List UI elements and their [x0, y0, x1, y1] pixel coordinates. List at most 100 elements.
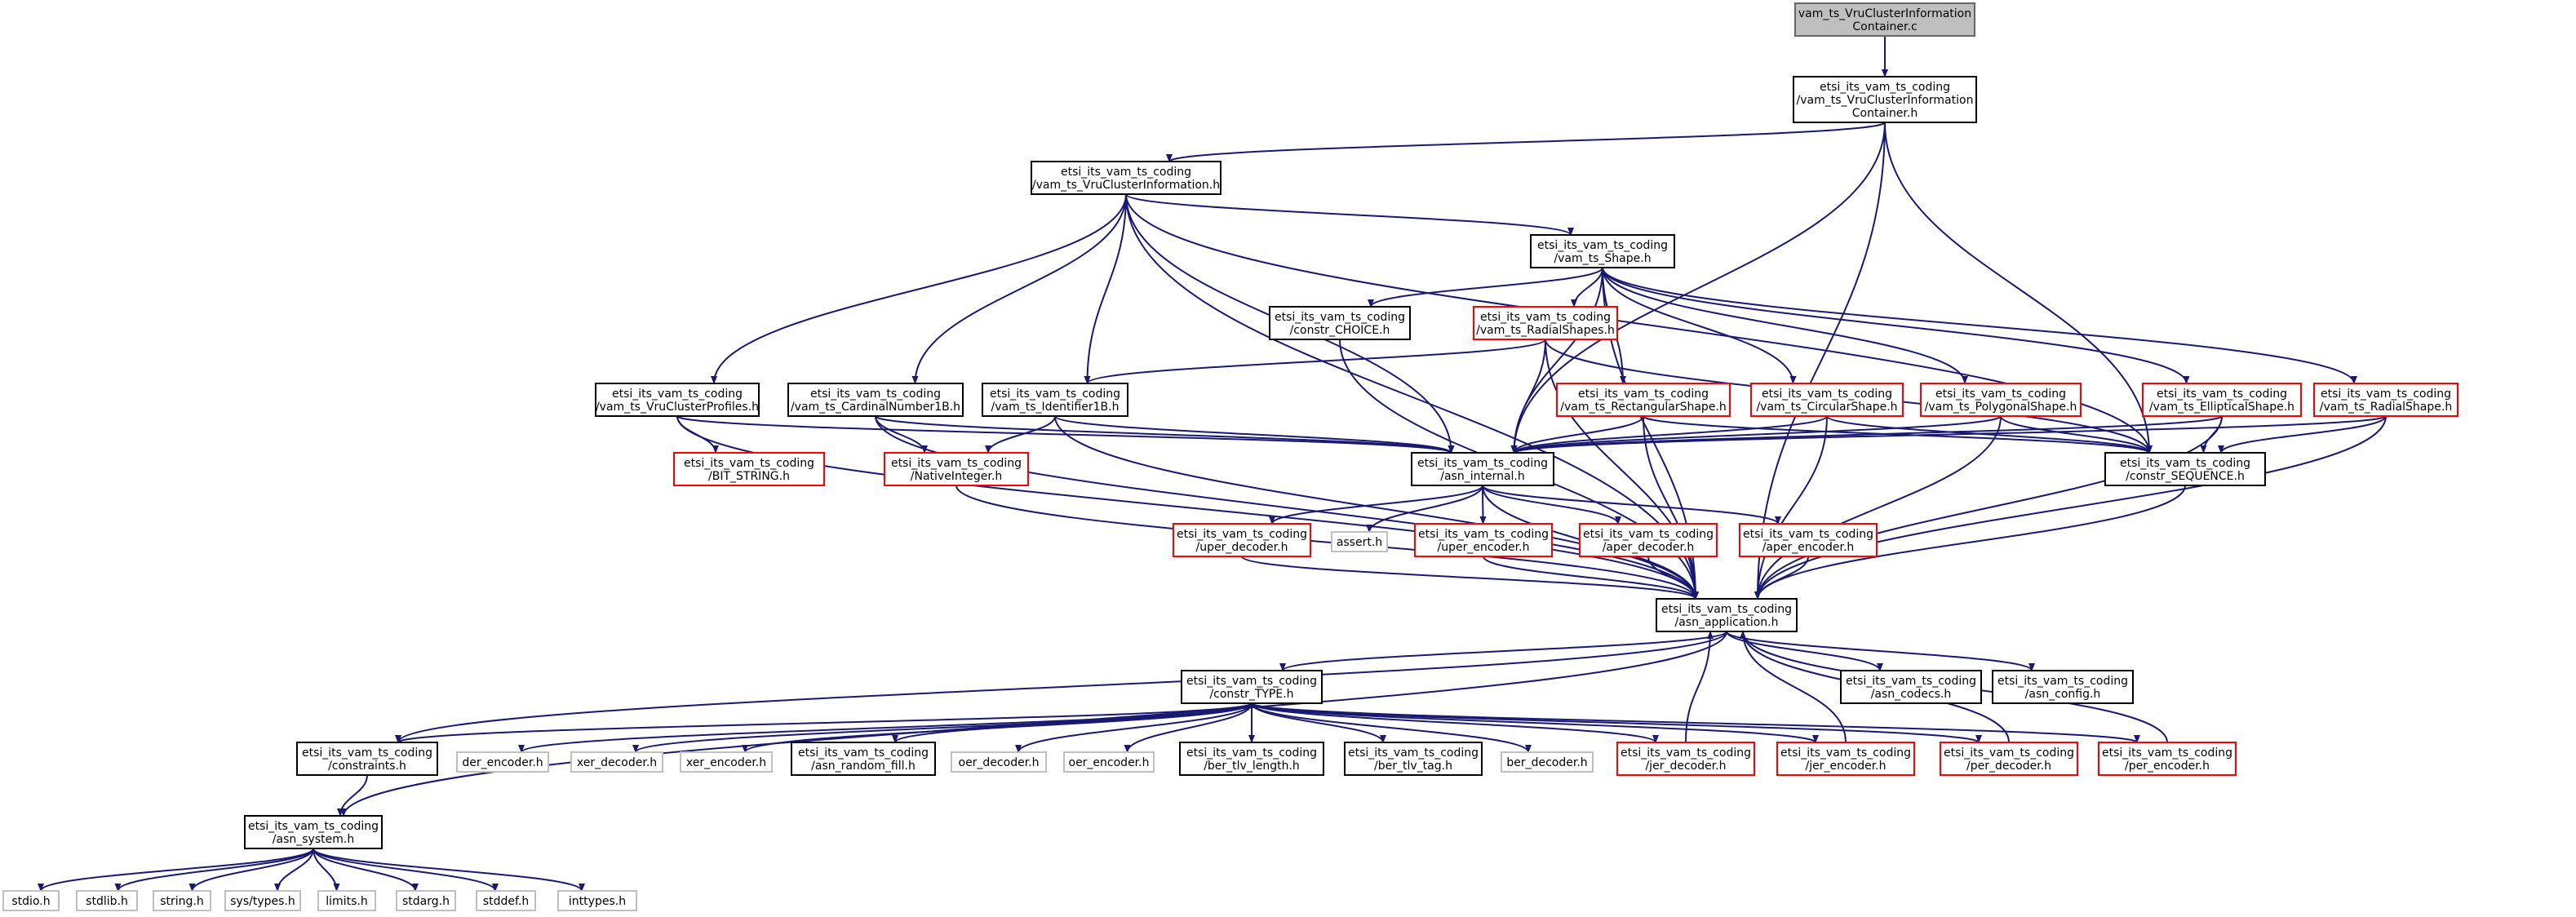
node-bitstring[interactable]: etsi_its_vam_ts_coding/BIT_STRING.h: [673, 452, 825, 486]
edge-asnsystem-to-string: [188, 848, 314, 892]
node-choice[interactable]: etsi_its_vam_ts_coding/constr_CHOICE.h: [1269, 306, 1411, 340]
node-label-line: etsi_its_vam_ts_coding: [1418, 528, 1549, 541]
edge-shape-to-poly: [1602, 267, 1968, 384]
node-label-line: etsi_its_vam_ts_coding: [302, 746, 432, 760]
node-identifier[interactable]: etsi_its_vam_ts_coding/vam_ts_Identifier…: [982, 383, 1128, 417]
edge-cardinal-to-asnapp: [875, 415, 1699, 600]
node-label-line: etsi_its_vam_ts_coding: [1417, 457, 1548, 470]
node-label-line: etsi_its_vam_ts_coding: [1177, 528, 1307, 541]
node-asninternal[interactable]: etsi_its_vam_ts_coding/asn_internal.h: [1411, 452, 1554, 486]
node-rect[interactable]: etsi_its_vam_ts_coding/vam_ts_Rectangula…: [1556, 383, 1731, 417]
node-label-line: /BIT_STRING.h: [708, 470, 790, 483]
edge-asnsystem-to-stdarg: [313, 848, 419, 892]
node-shape[interactable]: etsi_its_vam_ts_coding/vam_ts_Shape.h: [1530, 234, 1675, 268]
node-cardinal[interactable]: etsi_its_vam_ts_coding/vam_ts_CardinalNu…: [787, 383, 964, 417]
edge-aperdec-to-asnapp: [1647, 556, 1699, 600]
node-nativeint[interactable]: etsi_its_vam_ts_coding/NativeInteger.h: [884, 452, 1029, 486]
node-label-line: oer_encoder.h: [1069, 756, 1150, 769]
edge-cih-to-asninternal: [1510, 122, 1886, 454]
node-label-line: stdlib.h: [86, 895, 128, 908]
edge-vci-to-shape: [1125, 193, 1574, 236]
edge-uperdec-to-asnapp: [1241, 556, 1699, 600]
node-label-line: /constr_SEQUENCE.h: [2126, 470, 2245, 483]
node-box: [680, 751, 773, 773]
node-radialshapes[interactable]: etsi_its_vam_ts_coding/vam_ts_RadialShap…: [1473, 306, 1618, 340]
node-vci[interactable]: etsi_its_vam_ts_coding/vam_ts_VruCluster…: [1031, 161, 1221, 195]
node-box: [1269, 306, 1411, 340]
node-poly[interactable]: etsi_its_vam_ts_coding/vam_ts_PolygonalS…: [1920, 383, 2082, 417]
edge-asninternal-to-uperdec: [1269, 485, 1483, 525]
node-label-line: /asn_internal.h: [1440, 470, 1525, 483]
node-box: [1776, 742, 1915, 776]
node-box: [951, 751, 1047, 773]
edge-vci-to-cardinal: [911, 193, 1127, 384]
node-asnsystem[interactable]: etsi_its_vam_ts_coding/asn_system.h: [244, 815, 383, 849]
node-radial[interactable]: etsi_its_vam_ts_coding/vam_ts_RadialShap…: [2313, 383, 2459, 417]
node-box: [1414, 523, 1553, 557]
node-label-line: /aper_decoder.h: [1603, 541, 1695, 554]
node-circ[interactable]: etsi_its_vam_ts_coding/vam_ts_CircularSh…: [1750, 383, 1904, 417]
node-label-line: etsi_its_vam_ts_coding: [2102, 746, 2232, 760]
edge-poly-to-asnapp: [1754, 415, 2002, 600]
node-perdec[interactable]: etsi_its_vam_ts_coding/per_decoder.h: [1940, 742, 2078, 776]
node-perenc[interactable]: etsi_its_vam_ts_coding/per_encoder.h: [2098, 742, 2237, 776]
node-box: [673, 452, 825, 486]
node-label-line: inttypes.h: [569, 895, 626, 908]
edge-radialshapes-to-asnapp: [1545, 339, 1699, 600]
edge-cih-to-vci: [1166, 122, 1886, 162]
node-uperdec[interactable]: etsi_its_vam_ts_coding/uper_decoder.h: [1173, 523, 1311, 557]
node-config[interactable]: etsi_its_vam_ts_coding/asn_config.h: [1992, 670, 2134, 704]
node-cih[interactable]: etsi_its_vam_ts_coding/vam_ts_VruCluster…: [1793, 76, 1977, 123]
node-label-line: /vam_ts_RadialShapes.h: [1476, 324, 1615, 337]
node-label-line: /vam_ts_EllipticalShape.h: [2149, 401, 2294, 414]
node-bertlvtag[interactable]: etsi_its_vam_ts_coding/ber_tlv_tag.h: [1344, 742, 1483, 776]
node-profiles[interactable]: etsi_its_vam_ts_coding/vam_ts_VruCluster…: [595, 383, 760, 417]
node-ellip[interactable]: etsi_its_vam_ts_coding/vam_ts_Elliptical…: [2142, 383, 2302, 417]
node-constraints[interactable]: etsi_its_vam_ts_coding/constraints.h: [296, 742, 438, 776]
edge-constrtype-to-berdec: [1251, 702, 1532, 753]
node-label-line: string.h: [160, 895, 204, 908]
edge-shape-to-choice: [1368, 267, 1603, 308]
edge-jerenc-to-asnapp: [1740, 631, 1847, 743]
node-box: [1530, 234, 1675, 268]
node-label-line: /ber_tlv_tag.h: [1374, 760, 1452, 773]
node-constrtype[interactable]: etsi_its_vam_ts_coding/constr_TYPE.h: [1181, 670, 1323, 704]
node-label-line: etsi_its_vam_ts_coding: [990, 388, 1120, 401]
edge-asninternal-to-assert: [1366, 485, 1483, 533]
edge-rect-to-asninternal: [1510, 415, 1644, 454]
node-label-line: /per_encoder.h: [2125, 760, 2210, 773]
node-sequence[interactable]: etsi_its_vam_ts_coding/constr_SEQUENCE.h: [2104, 452, 2266, 486]
node-box: [557, 890, 637, 911]
node-label-line: etsi_its_vam_ts_coding: [1583, 528, 1714, 541]
node-jerdec[interactable]: etsi_its_vam_ts_coding/jer_decoder.h: [1616, 742, 1755, 776]
node-label-line: etsi_its_vam_ts_coding: [1578, 388, 1709, 401]
node-asnapp[interactable]: etsi_its_vam_ts_coding/asn_application.h: [1656, 598, 1798, 632]
node-aperenc[interactable]: etsi_its_vam_ts_coding/aper_encoder.h: [1739, 523, 1878, 557]
node-box: [1473, 306, 1618, 340]
edge-constrtype-to-oerenc: [1124, 702, 1253, 753]
node-box: [1616, 742, 1755, 776]
node-uperenc[interactable]: etsi_its_vam_ts_coding/uper_encoder.h: [1414, 523, 1553, 557]
node-label-line: etsi_its_vam_ts_coding: [1762, 388, 1892, 401]
node-label-line: etsi_its_vam_ts_coding: [1935, 388, 2066, 401]
edge-asnsystem-to-systypes: [274, 848, 314, 892]
node-randomfill[interactable]: etsi_its_vam_ts_coding/asn_random_fill.h: [791, 742, 936, 776]
node-label-line: /constr_TYPE.h: [1209, 688, 1293, 701]
node-label-line: etsi_its_vam_ts_coding: [2120, 457, 2250, 470]
node-label-line: /vam_ts_CardinalNumber1B.h: [791, 401, 960, 414]
node-oerdec: oer_decoder.h: [951, 751, 1047, 773]
node-jerenc[interactable]: etsi_its_vam_ts_coding/jer_encoder.h: [1776, 742, 1915, 776]
node-box: [1173, 523, 1311, 557]
edge-constrtype-to-oerdec: [1015, 702, 1253, 753]
node-label-line: /constraints.h: [328, 760, 406, 773]
node-xerenc: xer_encoder.h: [680, 751, 773, 773]
node-label-line: /per_decoder.h: [1966, 760, 2051, 773]
node-codecs[interactable]: etsi_its_vam_ts_coding/asn_codecs.h: [1840, 670, 1982, 704]
node-label-line: etsi_its_vam_ts_coding: [810, 388, 941, 401]
node-aperdec[interactable]: etsi_its_vam_ts_coding/aper_decoder.h: [1579, 523, 1718, 557]
node-label-line: /jer_decoder.h: [1645, 760, 1726, 773]
node-bertlvlen[interactable]: etsi_its_vam_ts_coding/ber_tlv_length.h: [1179, 742, 1324, 776]
edge-identifier-to-asninternal: [1054, 415, 1455, 454]
node-label-line: limits.h: [326, 895, 367, 908]
